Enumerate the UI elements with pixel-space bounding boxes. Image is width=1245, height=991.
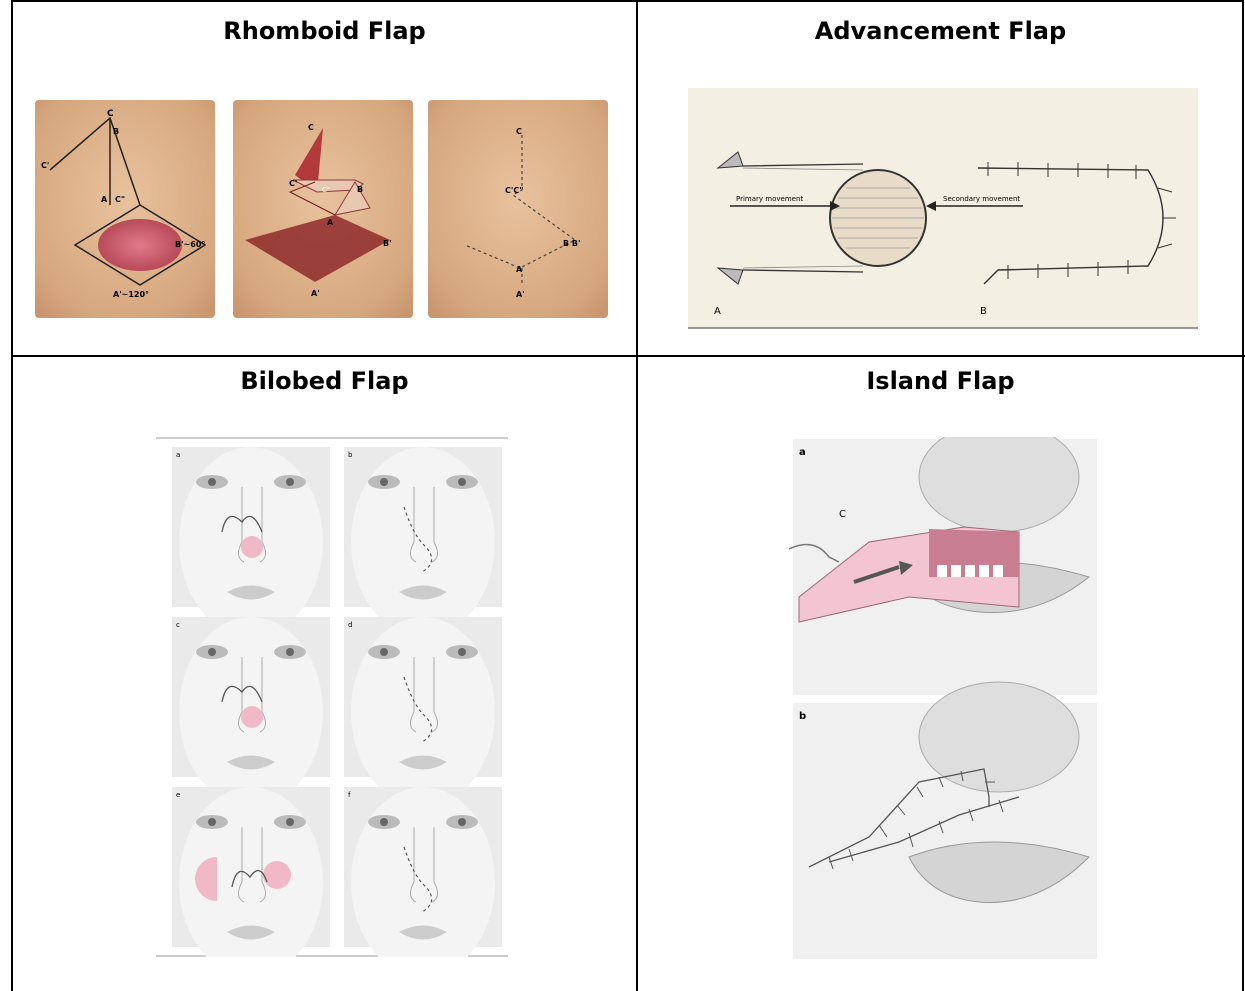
label-c-dprime: C" — [115, 195, 125, 204]
face-cell-label: d — [348, 621, 352, 629]
face-cell-label: b — [348, 451, 353, 459]
face-cell-f: f — [344, 787, 502, 957]
face-cell-label: a — [176, 451, 180, 459]
label-c2: C — [308, 123, 314, 132]
label-a2: A — [327, 218, 334, 227]
primary-movement-label: Primary movement — [736, 195, 803, 203]
bilobed-title: Bilobed Flap — [13, 366, 636, 396]
label-b: B — [980, 306, 987, 317]
secondary-movement-label: Secondary movement — [943, 195, 1020, 203]
skin-panel-1 — [35, 100, 215, 318]
rhomboid-diagram: C B C' A C" B'~60° A'~120° C C' C" B A B… — [35, 100, 610, 320]
label-b-prime2: B' — [383, 239, 392, 248]
label-b2: B — [357, 185, 363, 194]
label-a-prime2: A' — [311, 289, 320, 298]
column-divider — [636, 0, 638, 991]
advancement-diagram: Primary movement Secondary movement A B — [688, 88, 1198, 330]
face-cell-e: e — [172, 787, 330, 957]
label-b: B — [113, 127, 119, 136]
label-a3: A — [516, 265, 523, 274]
label-a: A — [714, 306, 721, 317]
label-b-prime-angle: B'~60° — [175, 240, 205, 249]
label-c-prime: C' — [41, 161, 49, 170]
bilobed-diagram: a b c d e f — [156, 437, 508, 957]
island-title: Island Flap — [638, 366, 1243, 396]
island-diagram: a C b — [789, 437, 1101, 961]
label-c-prime-c-dprime3: C'C" — [505, 186, 523, 195]
label-b: b — [799, 711, 806, 722]
advancement-title: Advancement Flap — [638, 16, 1243, 46]
label-c: C — [107, 109, 114, 119]
label-c: C — [839, 509, 846, 520]
label-c3: C — [516, 127, 522, 136]
label-c-prime2: C' — [289, 179, 297, 188]
rhomboid-title: Rhomboid Flap — [13, 16, 636, 46]
face-cell-label: c — [176, 621, 180, 629]
label-a-prime-angle: A'~120° — [113, 290, 149, 299]
label-b-b-prime3: B B' — [563, 239, 580, 248]
face-cell-label: e — [176, 791, 180, 799]
label-a: A — [101, 195, 108, 204]
label-c-dprime2: C" — [322, 186, 330, 194]
defect-wound — [98, 219, 182, 271]
label-a: a — [799, 447, 806, 458]
paper-background — [688, 88, 1198, 328]
row-divider — [11, 355, 1245, 357]
label-a-prime3: A' — [516, 290, 525, 299]
